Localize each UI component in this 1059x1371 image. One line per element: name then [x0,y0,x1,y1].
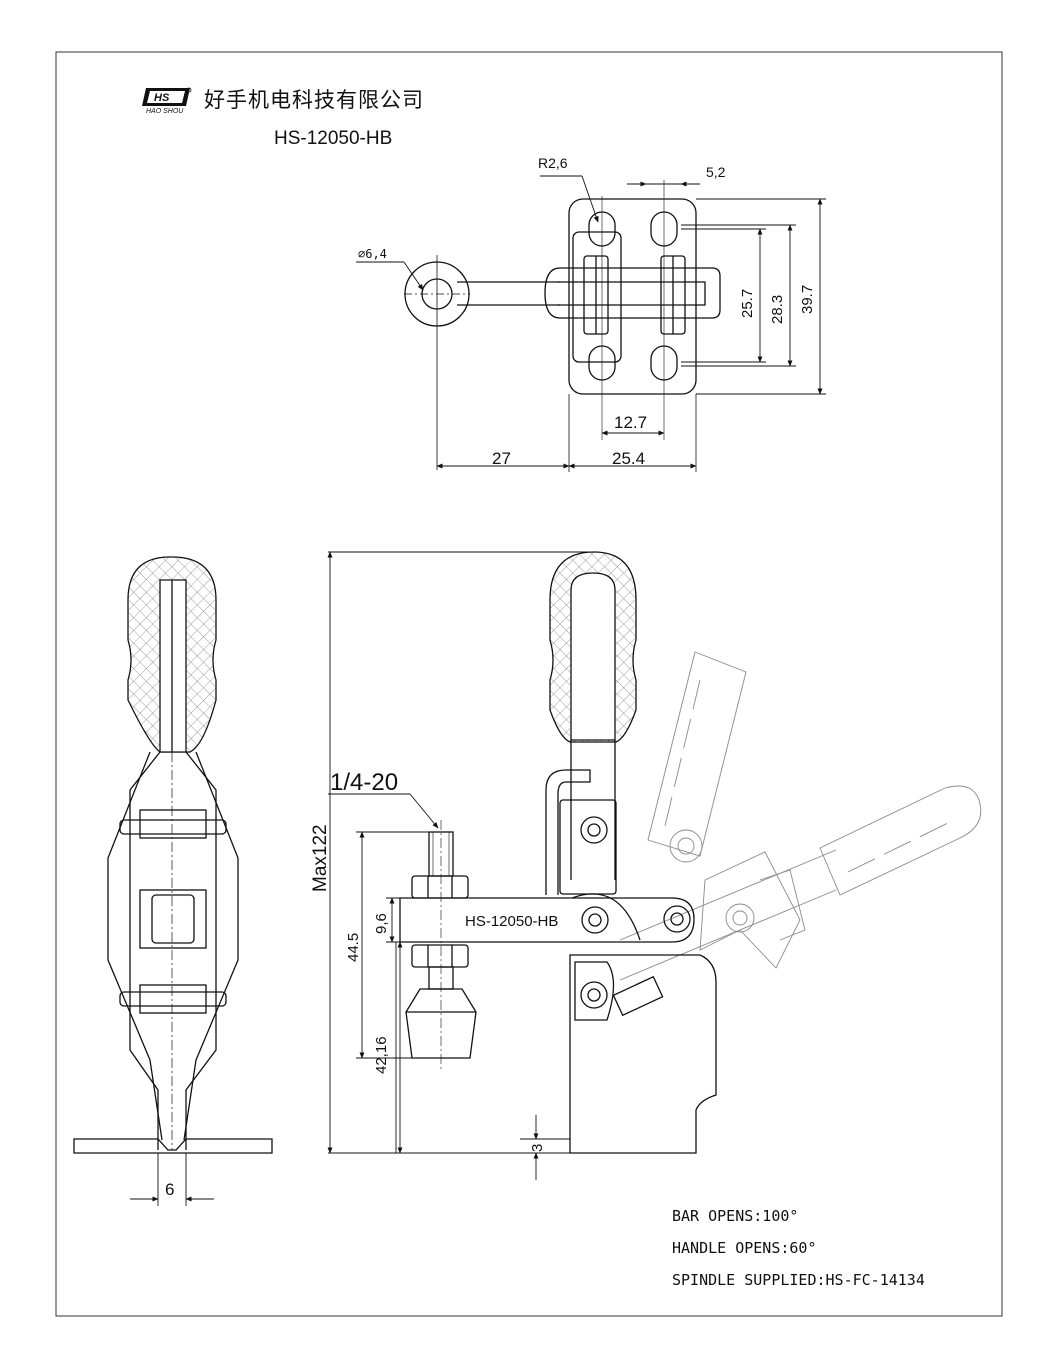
dim-254: 25.4 [612,449,645,468]
dim-6: 6 [165,1180,174,1199]
dim-max122: Max122 [310,824,331,892]
dim-127: 12.7 [614,413,647,432]
front-view-dimensions [327,551,594,1180]
dim-27: 27 [492,449,511,468]
dim-3: 3 [529,1144,546,1152]
dim-283: 28.3 [769,295,786,324]
note-handle-opens: HANDLE OPENS:60° [672,1239,817,1257]
side-base [73,1138,273,1154]
dim-64: ∅6,4 [358,247,387,261]
clamp-arm [399,897,695,943]
top-view [404,180,721,472]
dim-thread: 1/4-20 [330,769,398,796]
dim-r26: R2,6 [538,155,568,171]
note-spindle: SPINDLE SUPPLIED:HS-FC-14134 [672,1271,925,1289]
handle-frame [544,267,721,319]
dim-4216: 42,16 [373,1036,390,1074]
ghost-positions [619,651,982,981]
dim-445: 44.5 [345,933,362,962]
company-name: 好手机电科技有限公司 [204,88,424,112]
company-logo: HS [142,87,192,106]
nut-upper [411,875,469,899]
dim-96: 9,6 [373,913,390,934]
logo-text: HS [154,92,170,104]
top-view-dimensions [356,175,826,469]
arm-label: HS-12050-HB [465,913,558,930]
front-view-dim-labels: 1/4-20 Max122 44.5 9,6 42,16 3 HS-12050-… [310,769,558,1152]
top-base-plate [568,198,697,395]
top-view-dim-labels: R2,6 5,2 ∅6,4 25.7 28.3 39.7 12.7 27 25.… [358,155,816,468]
logo-subtext: HAO SHOU [146,108,184,115]
nut-lower [411,944,469,968]
front-view [399,551,717,1154]
side-view-dimensions [130,1153,214,1206]
dim-397: 39.7 [799,285,816,314]
dim-257: 25.7 [739,289,756,318]
hinge-body [572,231,622,363]
note-bar-opens: BAR OPENS:100° [672,1207,799,1225]
spec-notes: BAR OPENS:100° HANDLE OPENS:60° SPINDLE … [672,1200,925,1296]
side-view [73,556,273,1154]
model-number: HS-12050-HB [274,128,393,149]
sheet-border [55,51,1003,1317]
dim-52: 5,2 [706,164,726,180]
clamp-body [569,954,717,1154]
